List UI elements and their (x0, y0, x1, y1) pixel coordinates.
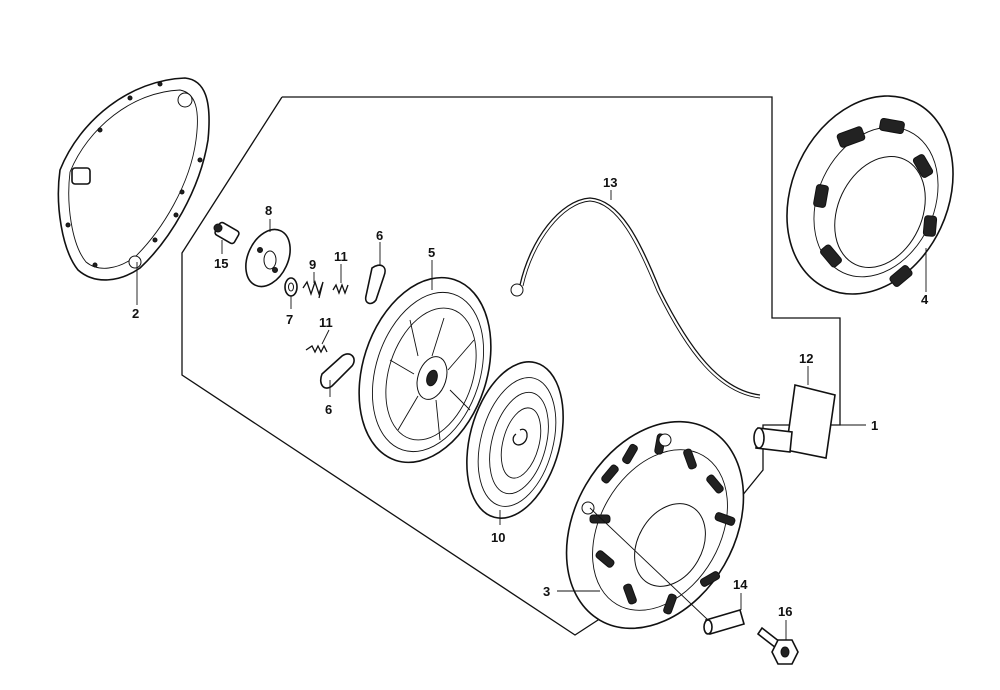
callout-1: 1 (871, 418, 878, 433)
leader-line-3-pin (589, 507, 709, 621)
callout-8: 8 (265, 203, 272, 218)
callout-13: 13 (603, 175, 617, 190)
part-7-washer (284, 277, 298, 297)
part-16-flange-bolt (756, 626, 799, 665)
part-5-reel (358, 276, 492, 464)
callout-9: 9 (309, 257, 316, 272)
callout-7: 7 (286, 312, 293, 327)
callout-14: 14 (733, 577, 748, 592)
callout-11-lower: 11 (319, 315, 333, 330)
callout-10: 10 (491, 530, 505, 545)
part-10-recoil-spring (466, 361, 564, 519)
callout-15: 15 (214, 256, 228, 271)
callout-2: 2 (132, 306, 139, 321)
part-8-cap (245, 228, 291, 288)
part-6-pawl-lower (319, 353, 355, 389)
part-13-rope (510, 197, 761, 399)
part-3-starter-case (565, 420, 745, 630)
part-2-gasket (57, 77, 210, 281)
callout-5: 5 (428, 245, 435, 260)
callout-12: 12 (799, 351, 813, 366)
callout-11-upper: 11 (334, 249, 348, 264)
assembly-boundary (181, 96, 841, 636)
part-11-spring-upper (332, 283, 349, 295)
part-6-pawl-upper (364, 264, 386, 305)
part-12-starter-grip (753, 384, 836, 459)
part-4-fan-cover (786, 95, 954, 295)
callout-6-lower: 6 (325, 402, 332, 417)
callout-4: 4 (921, 292, 929, 307)
part-14-pin (703, 609, 745, 635)
part-11-spring-lower (305, 344, 328, 354)
callout-16: 16 (778, 604, 792, 619)
callout-3: 3 (543, 584, 550, 599)
callout-6-upper: 6 (376, 228, 383, 243)
part-9-spring (302, 279, 324, 299)
part-15-bolt (213, 221, 240, 245)
leader-line-11b (321, 329, 330, 345)
